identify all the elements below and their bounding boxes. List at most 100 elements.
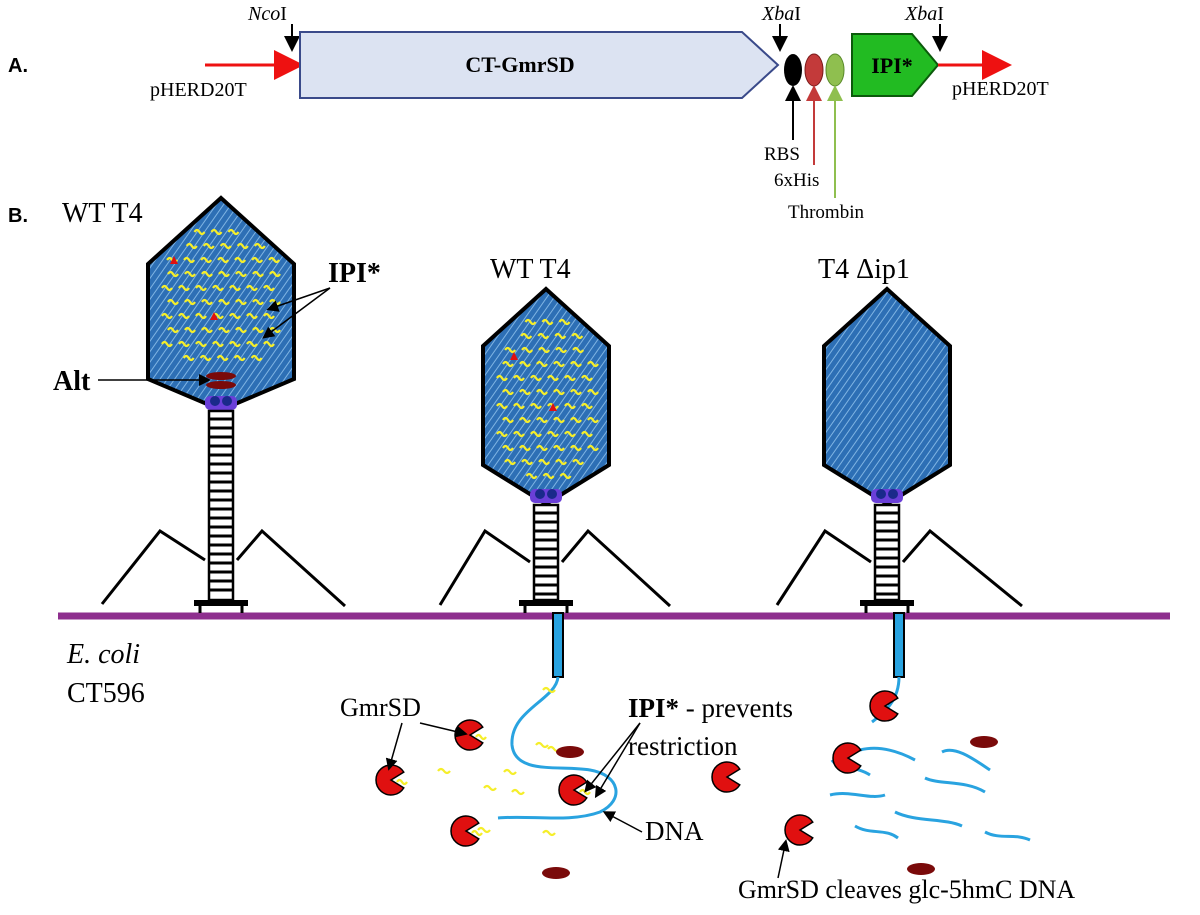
ipi-squiggle (581, 402, 593, 410)
vector-left-label: pHERD20T (150, 79, 247, 101)
ipi-squiggle (530, 430, 542, 438)
ipi-squiggle (195, 340, 207, 348)
ipi-squiggle (218, 270, 230, 278)
ipi-squiggle (553, 416, 565, 424)
ct-gmrsd-gene-block (299, 31, 780, 99)
gmrsd-enzyme (832, 742, 862, 774)
gmrsd-enzyme (711, 761, 741, 793)
phage3-baseplate (860, 600, 914, 606)
ipi-squiggle (437, 767, 451, 775)
gmrsd-enzyme (450, 815, 480, 847)
host-species-label: E. coli (66, 639, 140, 670)
ipi-squiggle (504, 346, 517, 354)
ipi-squiggle (178, 284, 190, 292)
ipi-squiggle (195, 284, 207, 292)
ipi-squiggle (504, 458, 517, 466)
ipi-squiggle (530, 374, 542, 382)
phage1-baseplate (194, 600, 248, 606)
ipi-squiggle (263, 312, 275, 320)
ncoi-site-label: NcoI (247, 3, 287, 25)
ipi-prevents-pointer-1 (584, 722, 641, 793)
gmrsd-pointer-1 (385, 722, 403, 771)
ipi-squiggle (587, 388, 599, 396)
ipi-squiggle (161, 340, 173, 348)
phage2-internal-protein (549, 403, 557, 411)
ipi-squiggle (570, 416, 582, 424)
phage3-tail-fiber-right (901, 528, 1023, 608)
ipi-squiggle (227, 228, 240, 236)
ipi-squiggle (496, 402, 508, 410)
ipi-squiggle (564, 430, 576, 438)
released-ipi-molecules (437, 686, 561, 837)
restriction-label: restriction (628, 731, 738, 761)
rbs-oval (784, 54, 802, 86)
ipi-pointer-1 (266, 287, 331, 312)
ipi-squiggle (234, 256, 247, 264)
alt-protein (206, 372, 236, 380)
ipi-squiggle (541, 318, 554, 326)
ipi-squiggle (502, 388, 514, 396)
ipi-squiggle (537, 332, 550, 340)
ipi-squiggle (502, 444, 514, 452)
ipi-squiggle (475, 733, 487, 741)
ipi-squiggle (161, 284, 173, 292)
phage2-internal-protein (510, 352, 518, 360)
ct-gmrsd-label: CT-GmrSD (465, 52, 574, 77)
phage1-internal-protein (210, 312, 218, 320)
ipi-squiggle (503, 768, 517, 776)
phage1-internal-protein (170, 256, 178, 264)
phage-t4-delta-ip1 (775, 286, 1023, 678)
ipi-squiggle (201, 270, 213, 278)
xbai-site-2-label: XbaI (904, 3, 944, 25)
ipi-squiggle (542, 829, 556, 837)
panel-b-label: B. (8, 205, 28, 227)
ipi-squiggle (535, 741, 549, 749)
ipi-squiggle (502, 360, 514, 368)
ipi-squiggle (229, 312, 241, 320)
ipi-squiggle (178, 312, 190, 320)
gmrsd-enzyme (869, 690, 899, 722)
ipi-squiggle (263, 340, 275, 348)
ipi-squiggle (536, 388, 548, 396)
ipi-squiggle (201, 298, 213, 306)
gmrsd-enzyme (784, 814, 814, 846)
ipi-squiggle (587, 360, 599, 368)
ipi-label: IPI* (328, 258, 381, 289)
phage1-title: WT T4 (62, 198, 143, 229)
ipi-squiggle (161, 312, 173, 320)
ipi-squiggle (246, 312, 258, 320)
phage3-capsid (822, 286, 952, 507)
ipi-squiggle (555, 346, 568, 354)
ipi-squiggle (218, 326, 230, 334)
ipi-squiggle (519, 360, 531, 368)
phage3-tail-fiber-left (775, 528, 872, 606)
ipi-squiggle (564, 374, 576, 382)
ipi-squiggle (201, 326, 213, 334)
ipi-squiggle (246, 284, 258, 292)
ipi-squiggle (542, 472, 555, 480)
gmrsd-enzyme (558, 774, 588, 806)
phage2-title: WT T4 (490, 254, 571, 285)
phage-wt-t4-2 (438, 286, 672, 678)
gmrsd-enzymes (375, 690, 899, 847)
ipi-prevents-pointer-2 (594, 722, 641, 799)
ipi-squiggle (477, 826, 491, 834)
ipi-tag-block (851, 33, 940, 97)
ipi-squiggle (229, 340, 241, 348)
gmrsd-label: GmrSD (340, 693, 421, 722)
ipi-squiggle (530, 402, 542, 410)
ipi-squiggle (538, 458, 551, 466)
ipi-squiggle (183, 256, 196, 264)
ipi-squiggle (184, 270, 196, 278)
phage2-portal (530, 489, 562, 503)
ipi-squiggle (236, 242, 249, 250)
ipi-squiggle (233, 354, 246, 362)
ipi-squiggle (525, 472, 538, 480)
ipi-squiggle (536, 444, 548, 452)
ipi-squiggle (263, 284, 275, 292)
alt-protein (206, 381, 236, 389)
ipi-squiggle (572, 346, 585, 354)
ipi-squiggle (524, 318, 537, 326)
ipi-squiggle (218, 298, 230, 306)
ipi-squiggle (572, 458, 585, 466)
